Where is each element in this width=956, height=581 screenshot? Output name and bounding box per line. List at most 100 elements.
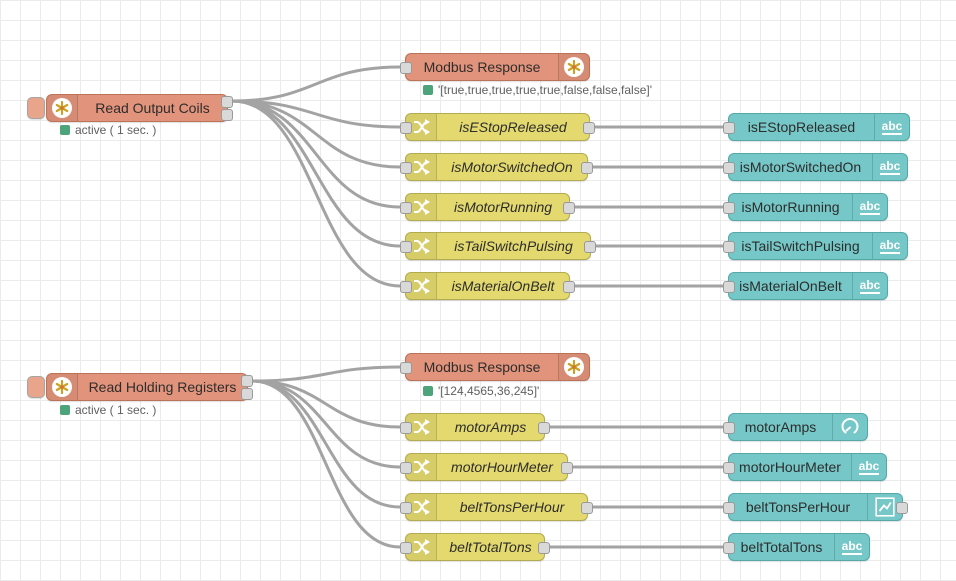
input-port[interactable] — [400, 281, 412, 293]
input-port[interactable] — [723, 281, 735, 293]
node-label: Read Output Coils — [95, 100, 210, 116]
node-label: isTailSwitchPulsing — [454, 238, 573, 254]
node-button[interactable] — [27, 376, 45, 398]
node-widget-ismaterialonbelt[interactable]: isMaterialOnBelt abc — [723, 272, 888, 300]
output-port-2[interactable] — [241, 388, 253, 400]
node-widget-motorhourmeter[interactable]: motorHourMeter abc — [723, 453, 887, 481]
output-port[interactable] — [583, 122, 595, 134]
node-label: isMotorSwitchedOn — [451, 159, 573, 175]
input-port[interactable] — [723, 122, 735, 134]
status-dot — [60, 125, 70, 135]
wire[interactable] — [230, 99, 402, 248]
output-port[interactable] — [561, 462, 573, 474]
node-label: motorAmps — [744, 419, 817, 435]
text-widget-icon: abc — [872, 154, 907, 180]
input-port[interactable] — [400, 122, 412, 134]
input-port[interactable] — [400, 202, 412, 214]
input-port[interactable] — [723, 462, 735, 474]
node-change-belttotaltons[interactable]: beltTotalTons — [400, 533, 550, 561]
node-label: isMotorSwitchedOn — [739, 159, 862, 175]
node-change-istailswitchpulsing[interactable]: isTailSwitchPulsing — [400, 232, 596, 260]
node-modbus-response-1[interactable]: Modbus Response — [400, 53, 590, 81]
wire[interactable] — [230, 65, 402, 103]
status-text: '[true,true,true,true,true,false,false,f… — [438, 83, 653, 97]
wire[interactable] — [230, 99, 402, 288]
output-port[interactable] — [581, 162, 593, 174]
text-widget-icon: abc — [834, 534, 869, 560]
node-button[interactable] — [27, 97, 45, 119]
input-port[interactable] — [400, 162, 412, 174]
output-port[interactable] — [581, 502, 593, 514]
wire[interactable] — [230, 99, 402, 209]
input-port[interactable] — [400, 422, 412, 434]
status-dot — [423, 386, 433, 396]
node-widget-motoramps[interactable]: motorAmps — [723, 413, 868, 441]
node-label: isMotorRunning — [741, 199, 840, 215]
input-port[interactable] — [723, 422, 735, 434]
wire[interactable] — [250, 379, 402, 509]
input-port[interactable] — [400, 462, 412, 474]
output-port[interactable] — [563, 202, 575, 214]
input-port[interactable] — [723, 241, 735, 253]
node-modbus-response-2[interactable]: Modbus Response — [400, 353, 590, 381]
wire[interactable] — [250, 379, 402, 469]
node-label: isMaterialOnBelt — [739, 278, 842, 294]
node-change-ismaterialonbelt[interactable]: isMaterialOnBelt — [400, 272, 575, 300]
output-port-1[interactable] — [221, 96, 233, 108]
text-widget-icon: abc — [874, 114, 909, 140]
modbus-icon — [558, 54, 589, 80]
node-widget-belttonsperhour[interactable]: beltTonsPerHour — [723, 493, 908, 521]
node-widget-ismotorrunning[interactable]: isMotorRunning abc — [723, 193, 888, 221]
output-port-1[interactable] — [241, 375, 253, 387]
node-read-holding-registers[interactable]: Read Holding Registers — [46, 373, 253, 401]
input-port[interactable] — [400, 362, 412, 374]
wire[interactable] — [250, 365, 402, 383]
node-label: motorHourMeter — [451, 459, 553, 475]
node-widget-ismotorswitchedon[interactable]: isMotorSwitchedOn abc — [723, 153, 908, 181]
node-label: isEStopReleased — [459, 119, 567, 135]
input-port[interactable] — [723, 542, 735, 554]
node-status: '[true,true,true,true,true,false,false,f… — [423, 83, 652, 97]
node-change-motoramps[interactable]: motorAmps — [400, 413, 550, 441]
node-change-ismotorrunning[interactable]: isMotorRunning — [400, 193, 575, 221]
output-port[interactable] — [896, 502, 908, 514]
node-status: active ( 1 sec. ) — [60, 123, 156, 137]
output-port-2[interactable] — [221, 109, 233, 121]
node-change-ismotorswitchedon[interactable]: isMotorSwitchedOn — [400, 153, 593, 181]
node-label: motorAmps — [454, 419, 527, 435]
output-port[interactable] — [563, 281, 575, 293]
status-text: active ( 1 sec. ) — [75, 123, 157, 137]
node-widget-isestopreleased[interactable]: isEStopReleased abc — [723, 113, 910, 141]
input-port[interactable] — [400, 542, 412, 554]
node-label: isMotorRunning — [453, 199, 553, 215]
input-port[interactable] — [723, 502, 735, 514]
gauge-icon — [832, 414, 867, 440]
node-label: beltTonsPerHour — [745, 499, 851, 515]
node-label: isEStopReleased — [747, 119, 856, 135]
input-port[interactable] — [723, 162, 735, 174]
wire[interactable] — [250, 379, 402, 549]
input-port[interactable] — [400, 502, 412, 514]
node-widget-istailswitchpulsing[interactable]: isTailSwitchPulsing abc — [723, 232, 908, 260]
change-icon — [406, 273, 437, 299]
wire[interactable] — [230, 99, 402, 169]
output-port[interactable] — [584, 241, 596, 253]
node-label: Modbus Response — [423, 59, 541, 75]
node-label: beltTonsPerHour — [459, 499, 565, 515]
text-widget-icon: abc — [851, 454, 886, 480]
input-port[interactable] — [400, 241, 412, 253]
node-status: active ( 1 sec. ) — [60, 403, 156, 417]
node-change-belttonsperhour[interactable]: beltTonsPerHour — [400, 493, 593, 521]
node-label: beltTotalTons — [740, 539, 823, 555]
node-change-isestopreleased[interactable]: isEStopReleased — [400, 113, 595, 141]
output-port[interactable] — [538, 422, 550, 434]
input-port[interactable] — [400, 62, 412, 74]
node-widget-belttotaltons[interactable]: beltTotalTons abc — [723, 533, 870, 561]
text-widget-icon: abc — [872, 233, 907, 259]
output-port[interactable] — [538, 542, 550, 554]
input-port[interactable] — [723, 202, 735, 214]
node-label: Modbus Response — [423, 359, 541, 375]
node-read-output-coils[interactable]: Read Output Coils — [46, 94, 233, 122]
node-change-motorhourmeter[interactable]: motorHourMeter — [400, 453, 573, 481]
